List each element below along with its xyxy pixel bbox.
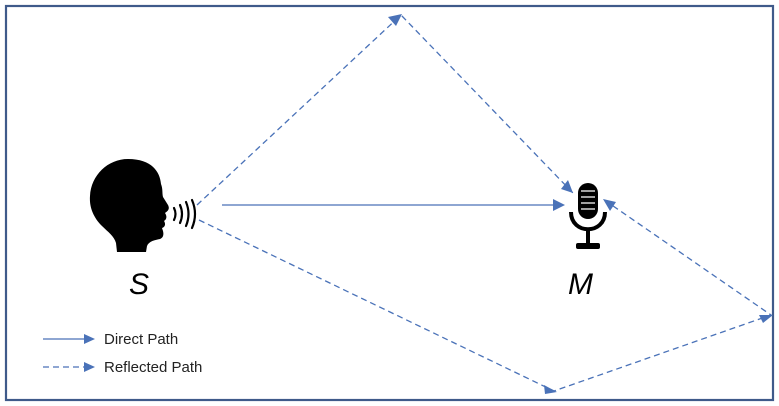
speaking-head-icon	[89, 159, 197, 252]
legend: Direct Path Reflected Path	[43, 331, 202, 376]
direct-path	[222, 199, 565, 211]
legend-reflected: Reflected Path	[43, 359, 202, 376]
reflected-path-top	[196, 14, 574, 206]
microphone-icon	[569, 183, 607, 249]
reflected-path-bottom	[198, 198, 773, 394]
legend-direct: Direct Path	[43, 331, 178, 348]
legend-direct-label: Direct Path	[104, 331, 178, 348]
microphone-label: M	[568, 268, 593, 301]
source-label: S	[129, 268, 149, 301]
legend-reflected-label: Reflected Path	[104, 359, 202, 376]
